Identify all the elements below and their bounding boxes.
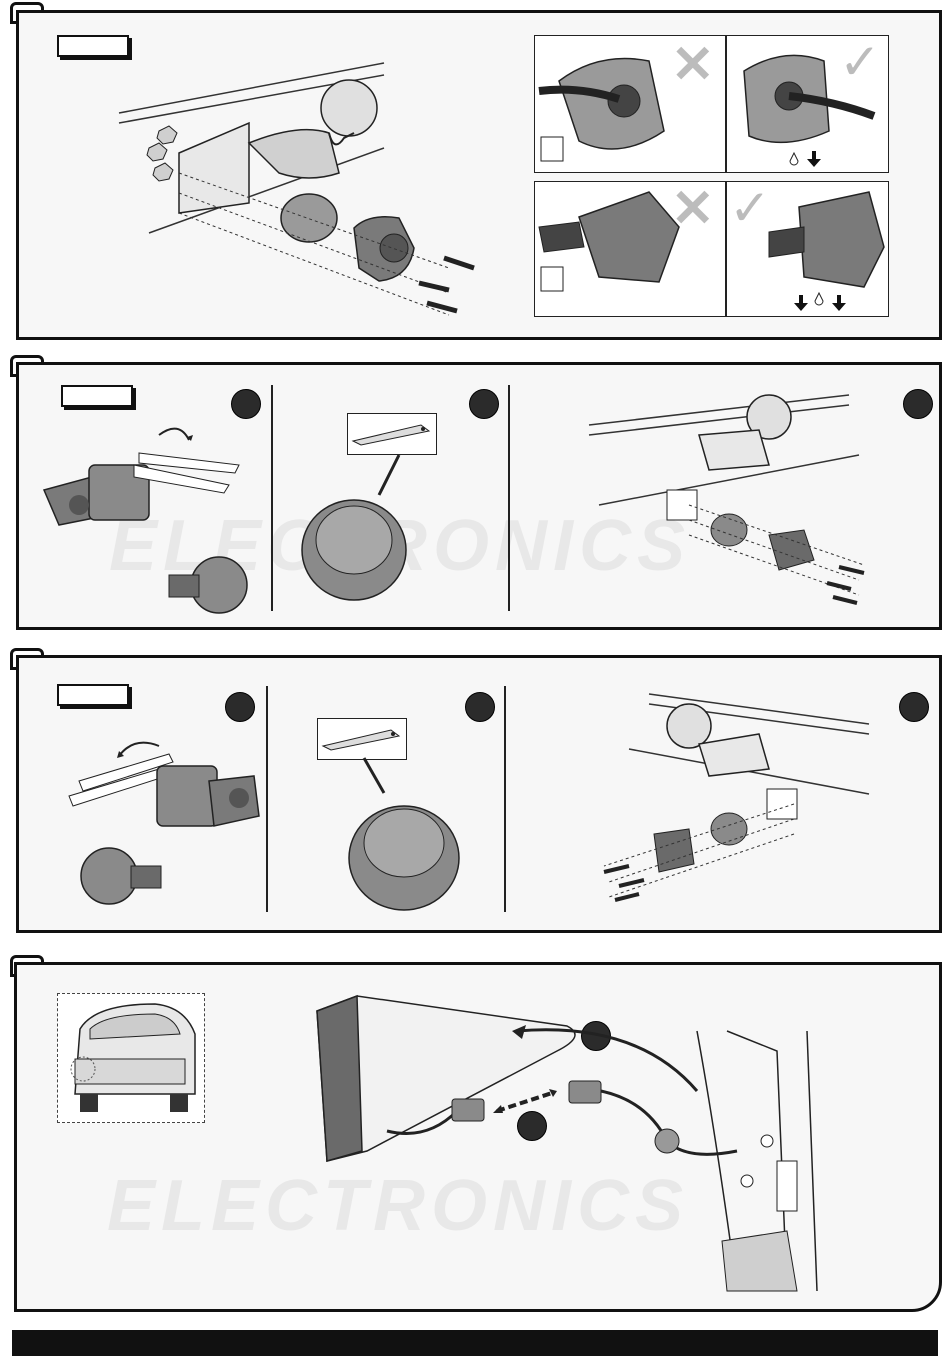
panel-1: ✕ ✓ ✕ ✓	[16, 10, 942, 340]
pliers-cap-removal-drawing-3	[69, 726, 269, 911]
pliers-cap-removal-drawing-left	[39, 415, 249, 615]
step-marker-3c	[899, 692, 929, 722]
seal-orientation-top-divider	[725, 35, 727, 173]
divider-3b	[504, 686, 506, 912]
step-marker-2b	[469, 389, 499, 419]
step-marker-3a	[225, 692, 255, 722]
wrong-mark-top: ✕	[671, 39, 715, 91]
towbar-socket-assembly-drawing	[119, 53, 509, 333]
panel-2-label-box	[61, 385, 133, 407]
footer-bar	[12, 1330, 938, 1356]
vehicle-rear-view-drawing	[65, 999, 200, 1117]
seal-orientation-bottom-divider	[725, 181, 727, 317]
panel-3	[16, 655, 942, 933]
right-mark-top: ✓	[839, 37, 881, 87]
panel-2: ELECTRONICS	[16, 362, 942, 630]
towbar-assembly-drawing-3	[579, 694, 869, 914]
towbar-assembly-drawing-2	[589, 395, 879, 625]
step-marker-2c	[903, 389, 933, 419]
knife-detail-drawing-2	[351, 419, 433, 449]
right-mark-bottom: ✓	[729, 183, 771, 233]
panel-3-label-box	[57, 684, 129, 706]
divider-2a	[271, 385, 273, 611]
wrong-mark-bottom: ✕	[671, 183, 715, 235]
divider-2b	[508, 385, 510, 611]
step-marker-3b	[465, 692, 495, 722]
socket-housing-drawing-3	[344, 758, 464, 918]
knife-detail-drawing-3	[321, 724, 403, 754]
socket-housing-drawing-2	[299, 455, 409, 605]
tail-lamp-wiring-drawing	[307, 991, 927, 1291]
panel-4: ELECTRONICS	[14, 962, 942, 1312]
